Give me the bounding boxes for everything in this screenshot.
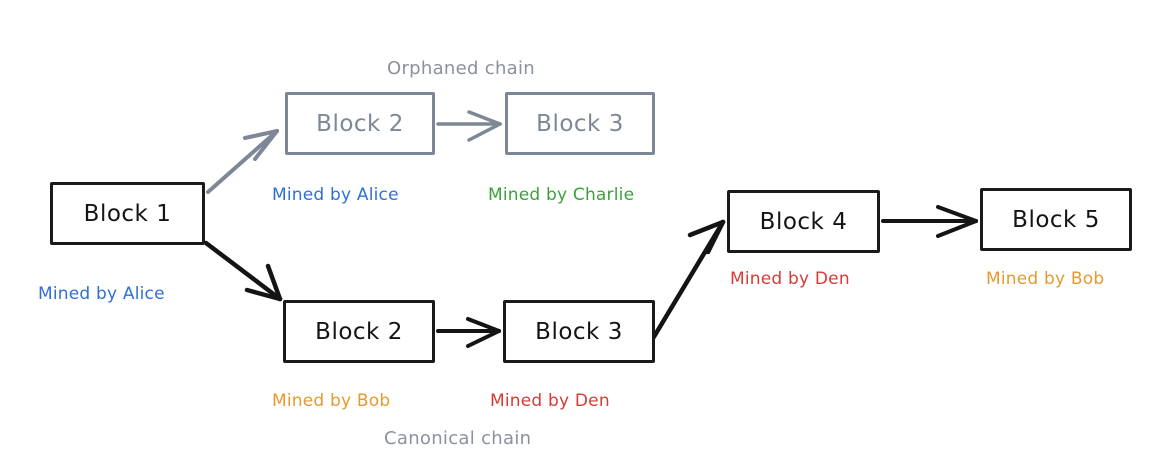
block-node-block-5[interactable]: Block 5	[980, 188, 1132, 251]
edge-block4-to-block5	[881, 205, 978, 238]
block-node-block-4[interactable]: Block 4	[727, 190, 880, 253]
block-node-orphan-block-2[interactable]: Block 2	[285, 92, 435, 155]
miner-label-orphan-block-2: Mined by Alice	[272, 185, 399, 205]
block-label: Block 1	[83, 200, 172, 227]
miner-label-block-4: Mined by Den	[730, 269, 850, 289]
edge-canonical2-to-canonical3	[436, 317, 501, 348]
block-label: Block 2	[316, 110, 404, 137]
caption-canonical-chain: Canonical chain	[384, 428, 532, 449]
edge-block1-to-canonical2	[203, 240, 283, 302]
block-node-orphan-block-3[interactable]: Block 3	[505, 92, 655, 155]
block-node-canonical-block-2[interactable]: Block 2	[283, 300, 435, 363]
miner-label-block-5: Mined by Bob	[986, 269, 1105, 289]
block-label: Block 5	[1012, 206, 1100, 233]
edge-orphan2-to-orphan3	[436, 110, 502, 142]
miner-label-canonical-block-2: Mined by Bob	[272, 391, 391, 411]
block-node-block-1[interactable]: Block 1	[50, 182, 205, 245]
block-label: Block 2	[315, 318, 403, 345]
miner-label-canonical-block-3: Mined by Den	[490, 391, 610, 411]
miner-label-block-1: Mined by Alice	[38, 284, 165, 304]
block-label: Block 3	[536, 110, 624, 137]
block-node-canonical-block-3[interactable]: Block 3	[503, 300, 655, 363]
edge-canonical3-to-block4	[649, 219, 726, 343]
miner-label-orphan-block-3: Mined by Charlie	[488, 185, 635, 205]
caption-orphaned-chain: Orphaned chain	[387, 58, 536, 79]
block-label: Block 3	[535, 318, 623, 345]
edge-block1-to-orphan2	[206, 129, 279, 194]
block-label: Block 4	[759, 208, 848, 235]
